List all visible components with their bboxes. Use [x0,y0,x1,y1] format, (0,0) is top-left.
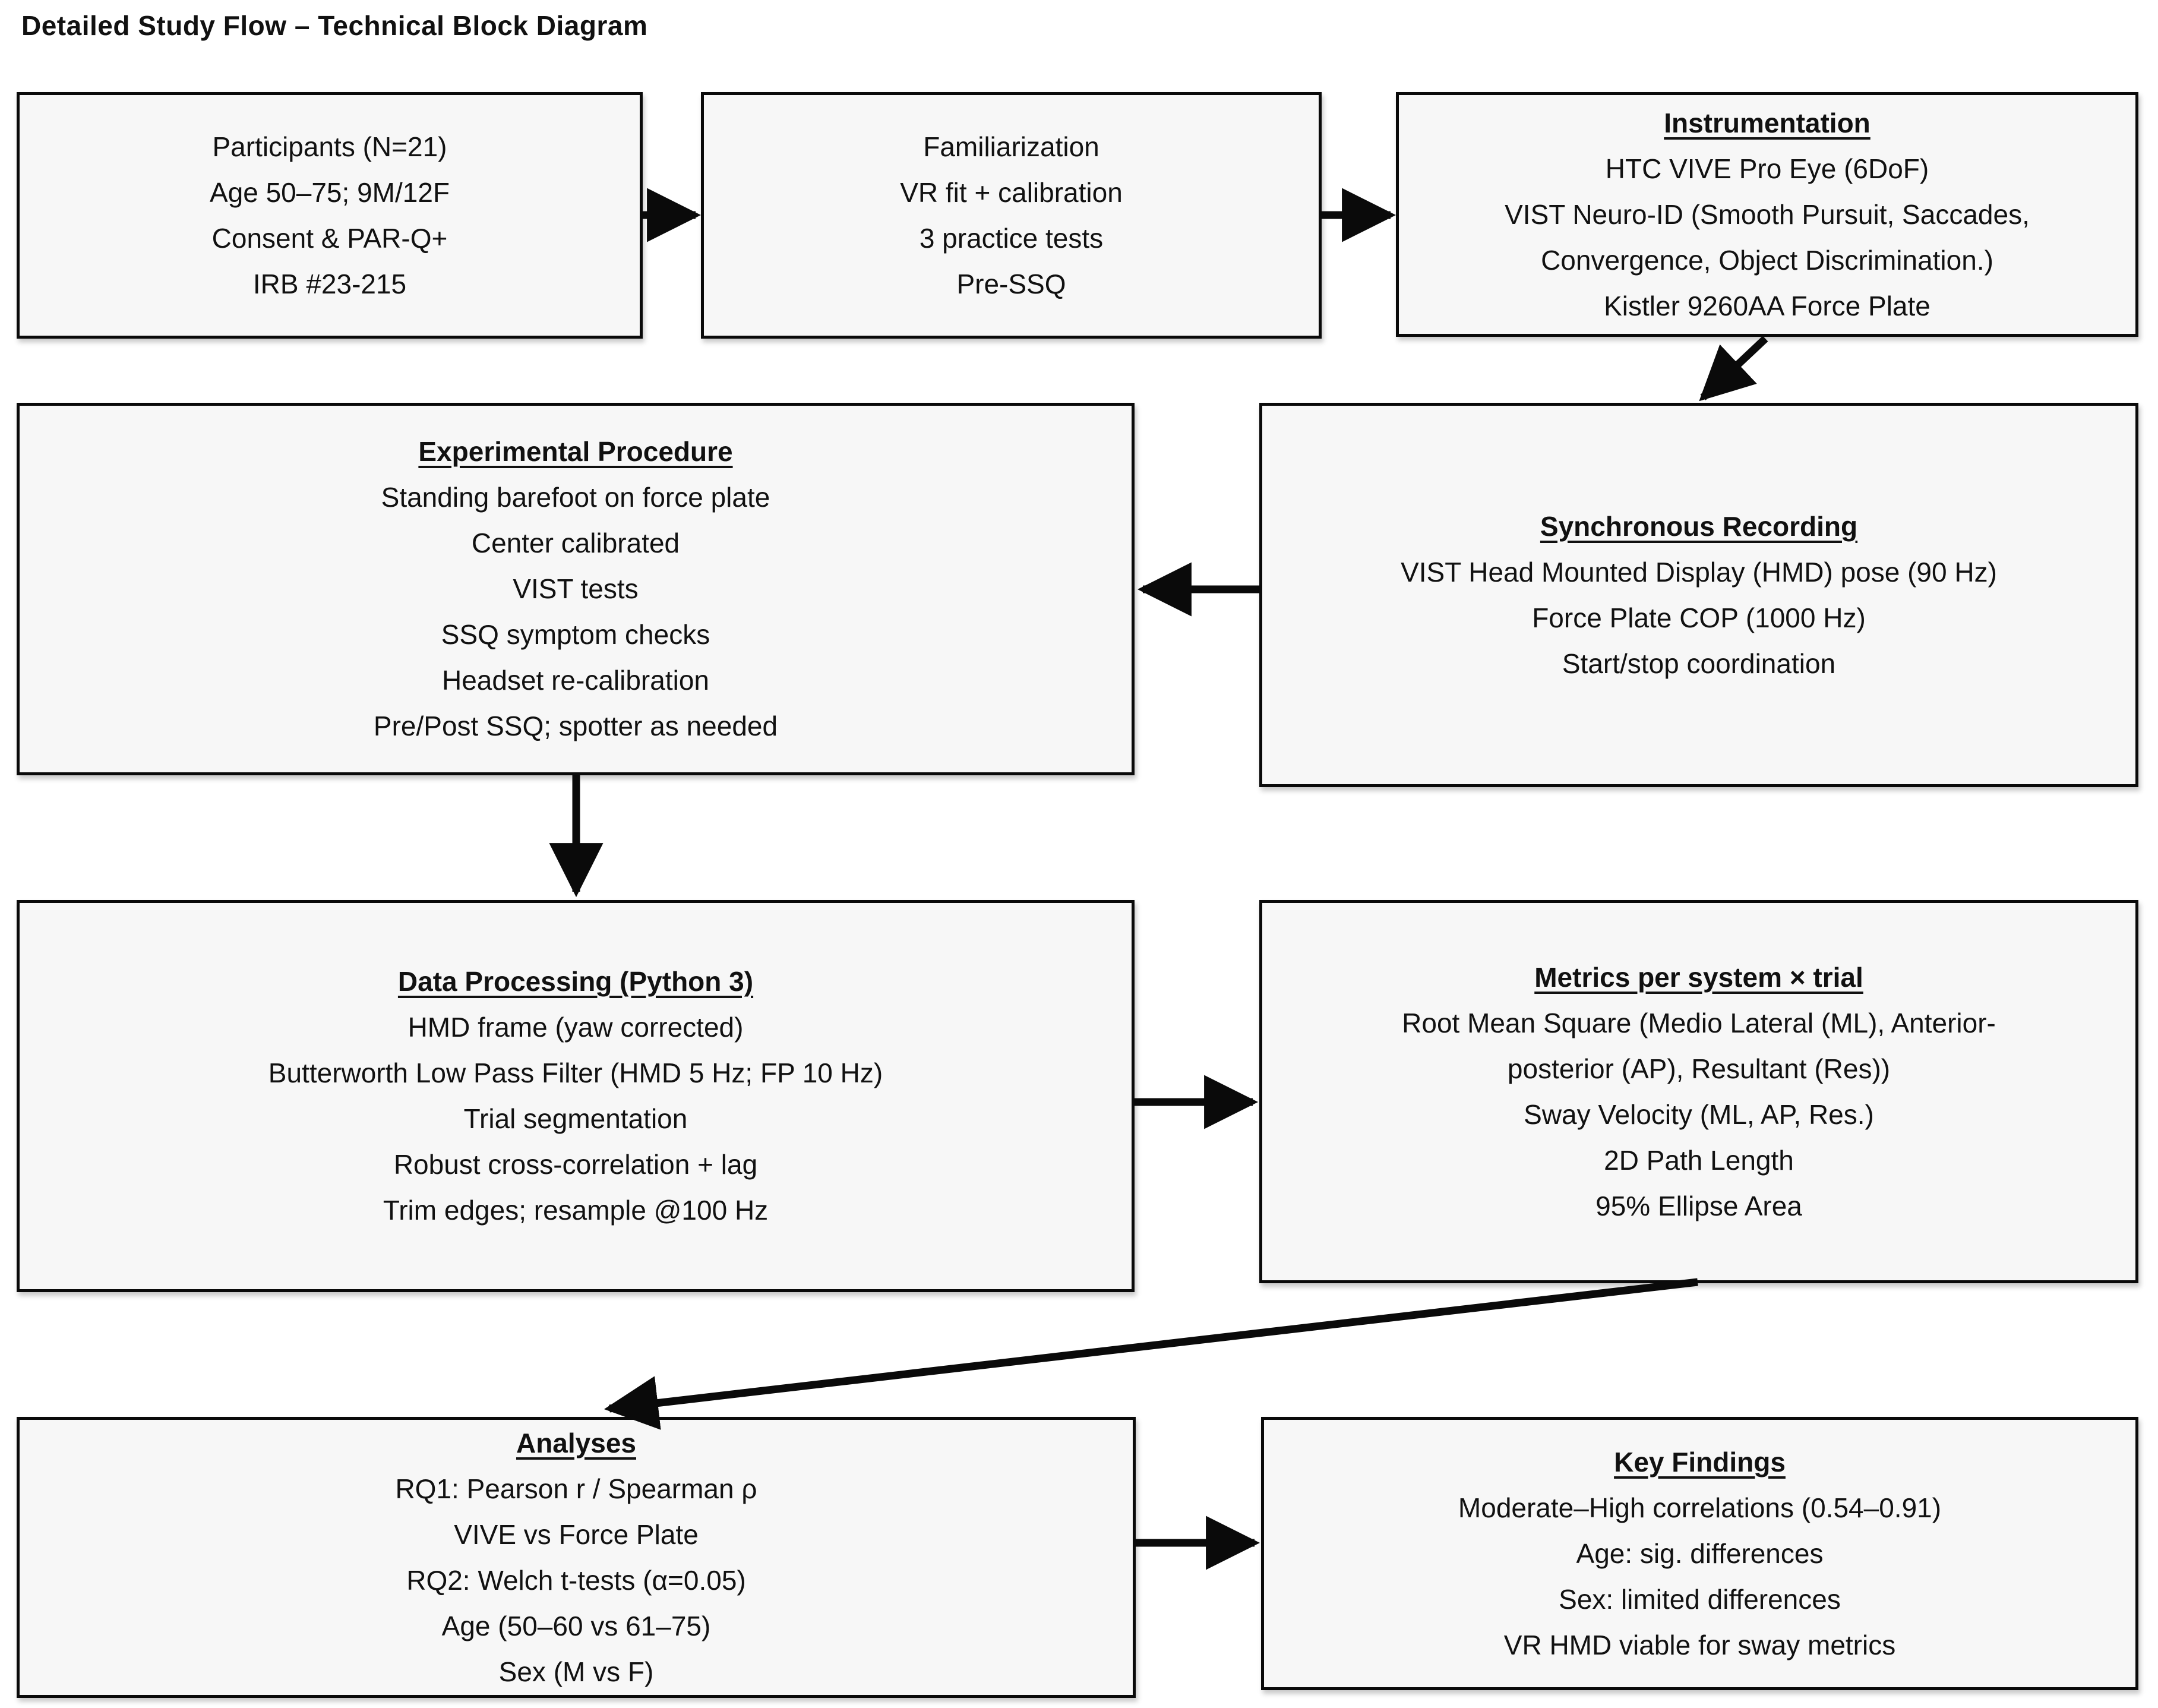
box-data-processing: Data Processing (Python 3) HMD frame (ya… [17,900,1135,1292]
box-synchronous-recording: Synchronous Recording VIST Head Mounted … [1259,403,2138,787]
arrow-metrics-to-analyses [604,1278,1698,1430]
box-line: 3 practice tests [919,222,1104,254]
box-heading: Metrics per system × trial [1534,961,1863,993]
box-line: Pre/Post SSQ; spotter as needed [373,711,778,741]
box-line: Butterworth Low Pass Filter (HMD 5 Hz; F… [268,1057,883,1088]
diagram-title: Detailed Study Flow – Technical Block Di… [21,10,648,41]
box-line: RQ1: Pearson r / Spearman ρ [395,1473,757,1504]
box-line: Age: sig. differences [1576,1537,1824,1569]
box-line: VIST Neuro-ID (Smooth Pursuit, Saccades, [1505,198,2030,230]
box-line: 95% Ellipse Area [1595,1190,1802,1221]
box-line: Familiarization [923,131,1099,162]
box-participants: Participants (N=21) Age 50–75; 9M/12F Co… [17,92,643,339]
box-heading: Instrumentation [1664,107,1871,138]
box-line: SSQ symptom checks [441,619,710,650]
box-metrics-per-system-trial: Metrics per system × trial Root Mean Squ… [1259,900,2138,1283]
box-line: Trim edges; resample @100 Hz [383,1195,769,1226]
box-line: Robust cross-correlation + lag [393,1149,758,1180]
box-heading: Experimental Procedure [418,436,733,467]
arrow-instrumentation-to-synchronous-recording [1699,336,1768,402]
box-analyses: Analyses RQ1: Pearson r / Spearman ρ VIV… [17,1417,1136,1698]
box-line: Force Plate COP (1000 Hz) [1532,602,1866,633]
box-line: Age (50–60 vs 61–75) [441,1610,711,1641]
box-line: Sway Velocity (ML, AP, Res.) [1524,1098,1874,1130]
box-line: Root Mean Square (Medio Lateral (ML), An… [1402,1007,1996,1038]
box-line: VIVE vs Force Plate [454,1518,699,1550]
box-heading: Data Processing (Python 3) [397,966,754,997]
box-line: Convergence, Object Discrimination.) [1541,244,1993,276]
box-line: Sex: limited differences [1559,1583,1841,1615]
box-key-findings: Key Findings Moderate–High correlations … [1261,1417,2138,1690]
box-familiarization: Familiarization VR fit + calibration 3 p… [701,92,1322,339]
box-heading: Analyses [516,1427,636,1458]
box-line: Moderate–High correlations (0.54–0.91) [1458,1492,1942,1523]
box-line: posterior (AP), Resultant (Res)) [1507,1053,1891,1084]
box-line: Consent & PAR-Q+ [211,222,448,254]
box-line: VR HMD viable for sway metrics [1503,1629,1896,1660]
box-instrumentation: Instrumentation HTC VIVE Pro Eye (6DoF) … [1396,92,2138,337]
box-line: Start/stop coordination [1562,648,1836,679]
box-line: RQ2: Welch t-tests (α=0.05) [406,1564,746,1596]
box-line: Participants (N=21) [212,131,447,162]
box-line: Sex (M vs F) [498,1656,654,1687]
box-line: VIST Head Mounted Display (HMD) pose (90… [1401,556,1997,588]
box-heading: Key Findings [1614,1446,1786,1477]
box-experimental-procedure: Experimental Procedure Standing barefoot… [17,403,1135,775]
box-line: Standing barefoot on force plate [381,482,770,513]
box-line: 2D Path Length [1604,1144,1794,1176]
box-line: Center calibrated [471,528,680,558]
box-line: Headset re-calibration [441,665,709,696]
box-heading: Synchronous Recording [1540,510,1858,542]
box-line: Kistler 9260AA Force Plate [1604,290,1930,321]
box-line: Trial segmentation [463,1103,688,1134]
box-line: Age 50–75; 9M/12F [209,176,450,208]
box-line: VIST tests [513,573,639,604]
box-line: VR fit + calibration [900,176,1123,208]
box-line: HMD frame (yaw corrected) [407,1012,744,1043]
box-line: IRB #23-215 [252,268,407,299]
box-line: HTC VIVE Pro Eye (6DoF) [1605,153,1929,184]
box-line: Pre-SSQ [956,268,1066,299]
